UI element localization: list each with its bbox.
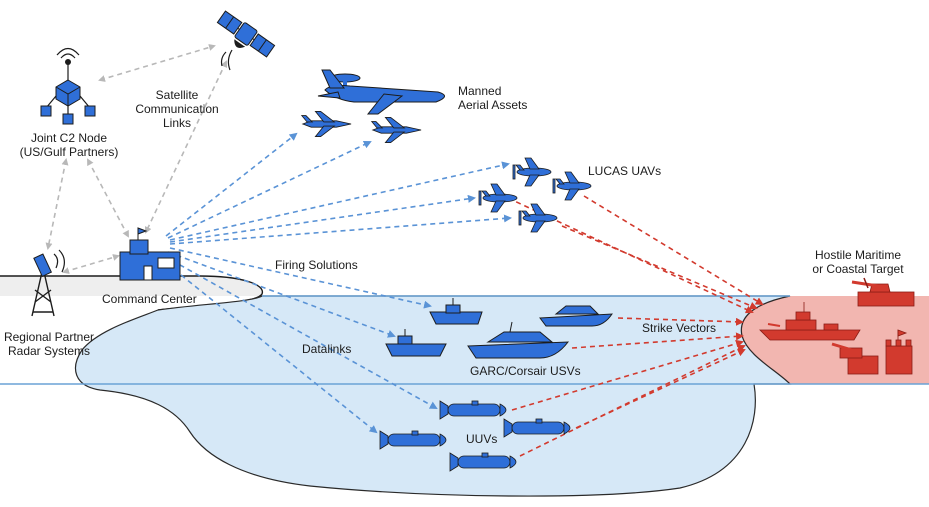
strike-from-usv-2 bbox=[571, 332, 744, 349]
manned-label: Manned Aerial Assets bbox=[458, 84, 527, 112]
satellite-line-1: Satellite bbox=[155, 88, 199, 102]
datalinks bbox=[159, 132, 512, 434]
hostile-target-icon bbox=[851, 277, 915, 307]
firing-label: Firing Solutions bbox=[275, 258, 358, 272]
satellite-line-3: Links bbox=[162, 116, 191, 130]
satellite-label: Satellite Communication Links bbox=[125, 88, 229, 130]
link-c2-satellite bbox=[98, 44, 216, 82]
link-to-uuv-1 bbox=[163, 255, 438, 409]
command-center-icon bbox=[119, 227, 181, 281]
hostile-line-1: Hostile Maritime bbox=[814, 248, 901, 262]
command-label: Command Center bbox=[102, 292, 197, 306]
fighter-jet-icon bbox=[371, 116, 422, 144]
link-to-uav-2 bbox=[169, 194, 476, 243]
radar-tower-icon bbox=[31, 249, 65, 317]
joint-c2-line-2: (US/Gulf Partners) bbox=[19, 145, 119, 159]
awacs-aircraft-icon bbox=[317, 69, 445, 115]
radar-label: Regional Partner Radar Systems bbox=[0, 330, 98, 358]
datalinks-label: Datalinks bbox=[302, 342, 352, 356]
fighter-jet-icon bbox=[301, 110, 352, 138]
link-satellite-command bbox=[144, 60, 228, 234]
satellite-signal bbox=[220, 49, 233, 71]
radar-line-2: Radar Systems bbox=[7, 344, 91, 358]
strike-from-uuv-3 bbox=[575, 348, 746, 429]
usv-boat-icon bbox=[539, 305, 613, 327]
manned-line-2: Aerial Assets bbox=[458, 98, 528, 112]
strike-from-uav-2 bbox=[561, 225, 758, 310]
link-radar-command bbox=[62, 254, 120, 274]
usv-label: GARC/Corsair USVs bbox=[470, 364, 581, 378]
hostile-target-icon bbox=[759, 302, 861, 341]
usv-boat-icon bbox=[467, 321, 570, 359]
satellite-icon bbox=[216, 10, 276, 58]
link-c2-command bbox=[87, 158, 129, 238]
satellite-line-2: Communication bbox=[135, 102, 219, 116]
strike-from-uuv-2 bbox=[519, 345, 746, 457]
link-c2-radar bbox=[45, 158, 69, 250]
link-to-fighter-1 bbox=[165, 132, 298, 237]
strike-from-uav-1 bbox=[583, 195, 764, 306]
strike-from-usv-1 bbox=[617, 317, 744, 326]
joint-c2-label: Joint C2 Node (US/Gulf Partners) bbox=[14, 131, 124, 159]
hostile-line-2: or Coastal Target bbox=[812, 262, 904, 276]
link-to-uuv-2 bbox=[159, 257, 378, 434]
link-to-fighter-2 bbox=[167, 140, 372, 239]
usv-boat-icon bbox=[385, 329, 447, 357]
land-area-left bbox=[0, 276, 263, 296]
radar-line-1: Regional Partner bbox=[3, 330, 95, 344]
joint-c2-line-1: Joint C2 Node bbox=[30, 131, 108, 145]
satcom-links bbox=[45, 44, 228, 274]
network-node-icon bbox=[40, 47, 96, 125]
hostile-label: Hostile Maritime or Coastal Target bbox=[798, 248, 918, 276]
uav-icon bbox=[552, 171, 592, 201]
hostile-target-icon bbox=[831, 329, 913, 375]
manned-line-1: Manned bbox=[458, 84, 502, 98]
link-to-uav-1 bbox=[169, 161, 510, 241]
uuv-label: UUVs bbox=[466, 432, 498, 446]
strike-from-uuv-1 bbox=[511, 339, 744, 411]
link-to-usv-2 bbox=[167, 251, 396, 338]
uav-icon bbox=[512, 157, 552, 187]
strike-vectors bbox=[507, 195, 764, 457]
lucas-label: LUCAS UAVs bbox=[588, 164, 662, 178]
strike-label: Strike Vectors bbox=[642, 321, 717, 335]
usv-boat-icon bbox=[429, 298, 483, 325]
uav-icon bbox=[478, 183, 518, 213]
uav-icon bbox=[518, 203, 558, 233]
link-to-uav-3 bbox=[169, 214, 512, 245]
